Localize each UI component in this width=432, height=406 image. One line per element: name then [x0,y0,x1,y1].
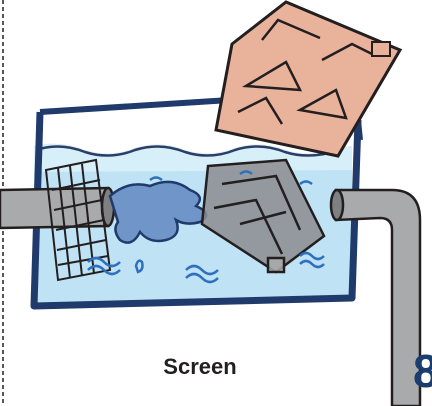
outlet-pipe-mouth [329,188,345,222]
water-surface-wave [35,145,341,157]
screen-caption: Screen [163,354,237,379]
mesh-basket [44,158,112,282]
step-number-badge: 8 [413,345,432,397]
screen-panel [214,0,403,158]
water-ripples [87,170,325,284]
water-splash [108,180,208,244]
outlet-pipe [334,188,422,406]
submerged-screen [200,158,326,274]
